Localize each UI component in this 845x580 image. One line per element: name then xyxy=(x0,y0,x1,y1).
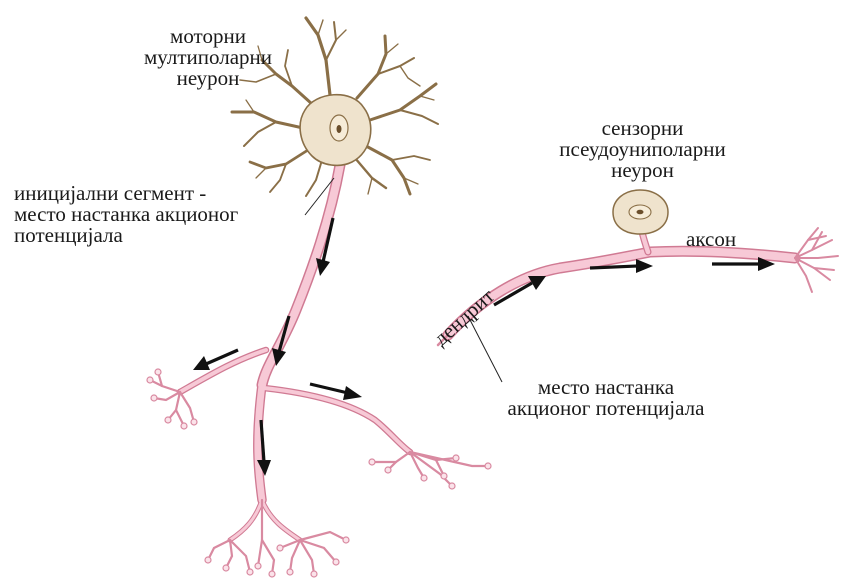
axon-label: аксон xyxy=(686,229,736,250)
motor-neuron-terminals xyxy=(150,372,488,574)
sensory-axon-terminals xyxy=(795,228,838,292)
origin-line-2: акционог потенцијала xyxy=(476,398,736,419)
action-potential-origin-label: место настанка акционог потенцијала xyxy=(476,377,736,419)
motor-nucleolus xyxy=(337,125,342,133)
sensory-neuron xyxy=(438,190,838,382)
sensory-title-line-1: сензорни xyxy=(520,118,765,139)
origin-line-1: место настанка xyxy=(476,377,736,398)
motor-title-line-2: мултиполарни xyxy=(108,47,308,68)
motor-title-line-3: неурон xyxy=(108,68,308,89)
sensory-nucleolus xyxy=(637,210,644,215)
sensory-title-line-3: неурон xyxy=(520,160,765,181)
sensory-neuron-title: сензорни псеудоуниполарни неурон xyxy=(520,118,765,181)
motor-title-line-1: моторни xyxy=(108,26,308,47)
motor-neuron-title: моторни мултиполарни неурон xyxy=(108,26,308,89)
sensory-title-line-2: псеудоуниполарни xyxy=(520,139,765,160)
motor-neuron xyxy=(147,18,491,577)
sensory-arrows xyxy=(494,257,775,305)
initial-segment-line-1: иницијални сегмент - xyxy=(14,183,238,204)
initial-segment-line-3: потенцијала xyxy=(14,225,238,246)
origin-leader xyxy=(468,316,502,382)
initial-segment-label: иницијални сегмент - место настанка акци… xyxy=(14,183,238,246)
initial-segment-line-2: место настанка акционог xyxy=(14,204,238,225)
